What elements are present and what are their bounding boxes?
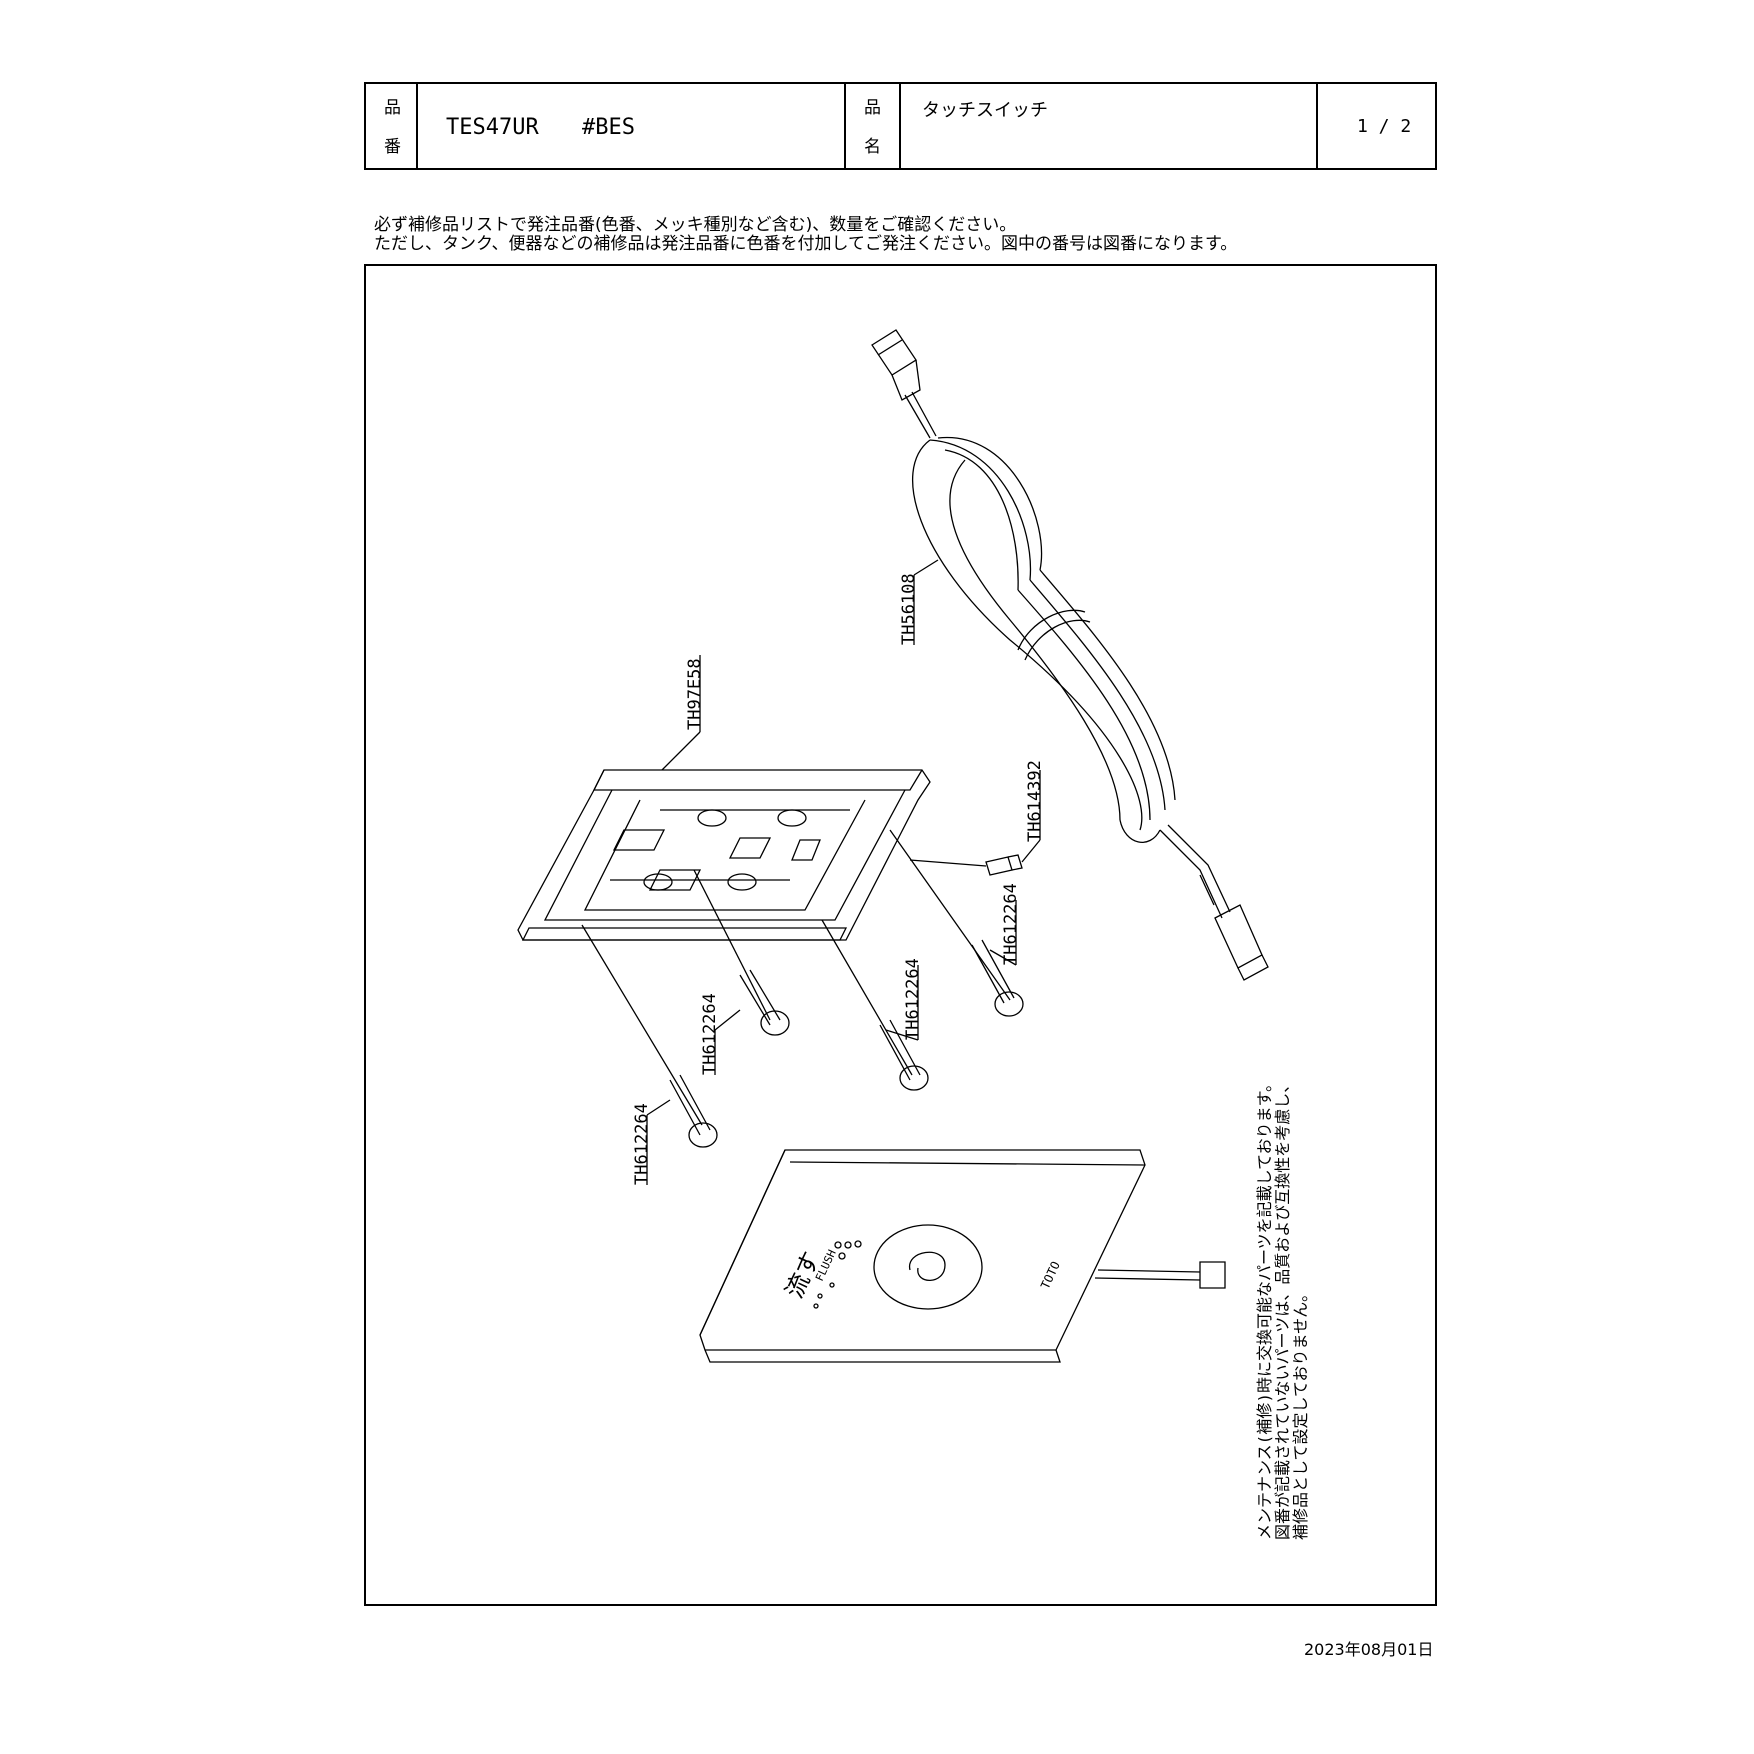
divider (899, 84, 901, 168)
note-line: ただし、タンク、便器などの補修品は発注品番に色番を付加してご発注ください。図中の… (374, 234, 1238, 254)
maintenance-note-line: 図番が記載されていないパーツは、品質および互換性を考慮し、 (1273, 1077, 1292, 1540)
name-label: 品 (864, 98, 881, 118)
switch-brand: TOTO (1038, 1259, 1063, 1291)
maintenance-note-line: 補修品として設定しておりません。 (1291, 1286, 1310, 1540)
part-label-screw-b: TH612264 (700, 993, 720, 1075)
part-label-plate: TH97E58 (685, 658, 705, 730)
cable-assembly (871, 329, 1269, 981)
screw-b (693, 869, 790, 1036)
divider (844, 84, 846, 168)
divider (416, 84, 418, 168)
part-number: TES47UR (446, 115, 539, 140)
product-name: タッチスイッチ (922, 100, 1048, 121)
part-label-cable: TH56108 (899, 573, 919, 645)
part-label-small-screw: TH614392 (1025, 760, 1045, 842)
part-no-label: 番 (384, 137, 401, 157)
color-code: #BES (582, 115, 635, 140)
part-label-screw-a: TH612264 (632, 1103, 652, 1185)
part-no-label: 品 (384, 98, 401, 118)
small-screw (985, 854, 1023, 876)
screw-a (581, 924, 718, 1148)
touch-switch (699, 1149, 1226, 1363)
header-table: 品 番 TES47UR #BES 品 名 タッチスイッチ 1 / 2 (364, 82, 1437, 170)
order-notes: 必ず補修品リストで発注品番(色番、メッキ種別など含む)、数量をご確認ください。 … (374, 216, 1237, 254)
screw-d (889, 829, 1024, 1017)
screw-c (821, 919, 929, 1091)
page-indicator: 1 / 2 (1357, 116, 1412, 137)
part-label-screw-d: TH612264 (1001, 883, 1021, 965)
mounting-plate (517, 769, 931, 941)
divider (1316, 84, 1318, 168)
issue-date: 2023年08月01日 (1304, 1640, 1434, 1659)
part-label-screw-c: TH612264 (903, 958, 923, 1040)
diagram-frame (364, 264, 1437, 1606)
name-label: 名 (864, 137, 881, 157)
maintenance-note-line: メンテナンス(補修)時に交換可能なパーツを記載しております。 (1255, 1076, 1274, 1540)
note-line: 必ず補修品リストで発注品番(色番、メッキ種別など含む)、数量をご確認ください。 (374, 215, 1017, 235)
